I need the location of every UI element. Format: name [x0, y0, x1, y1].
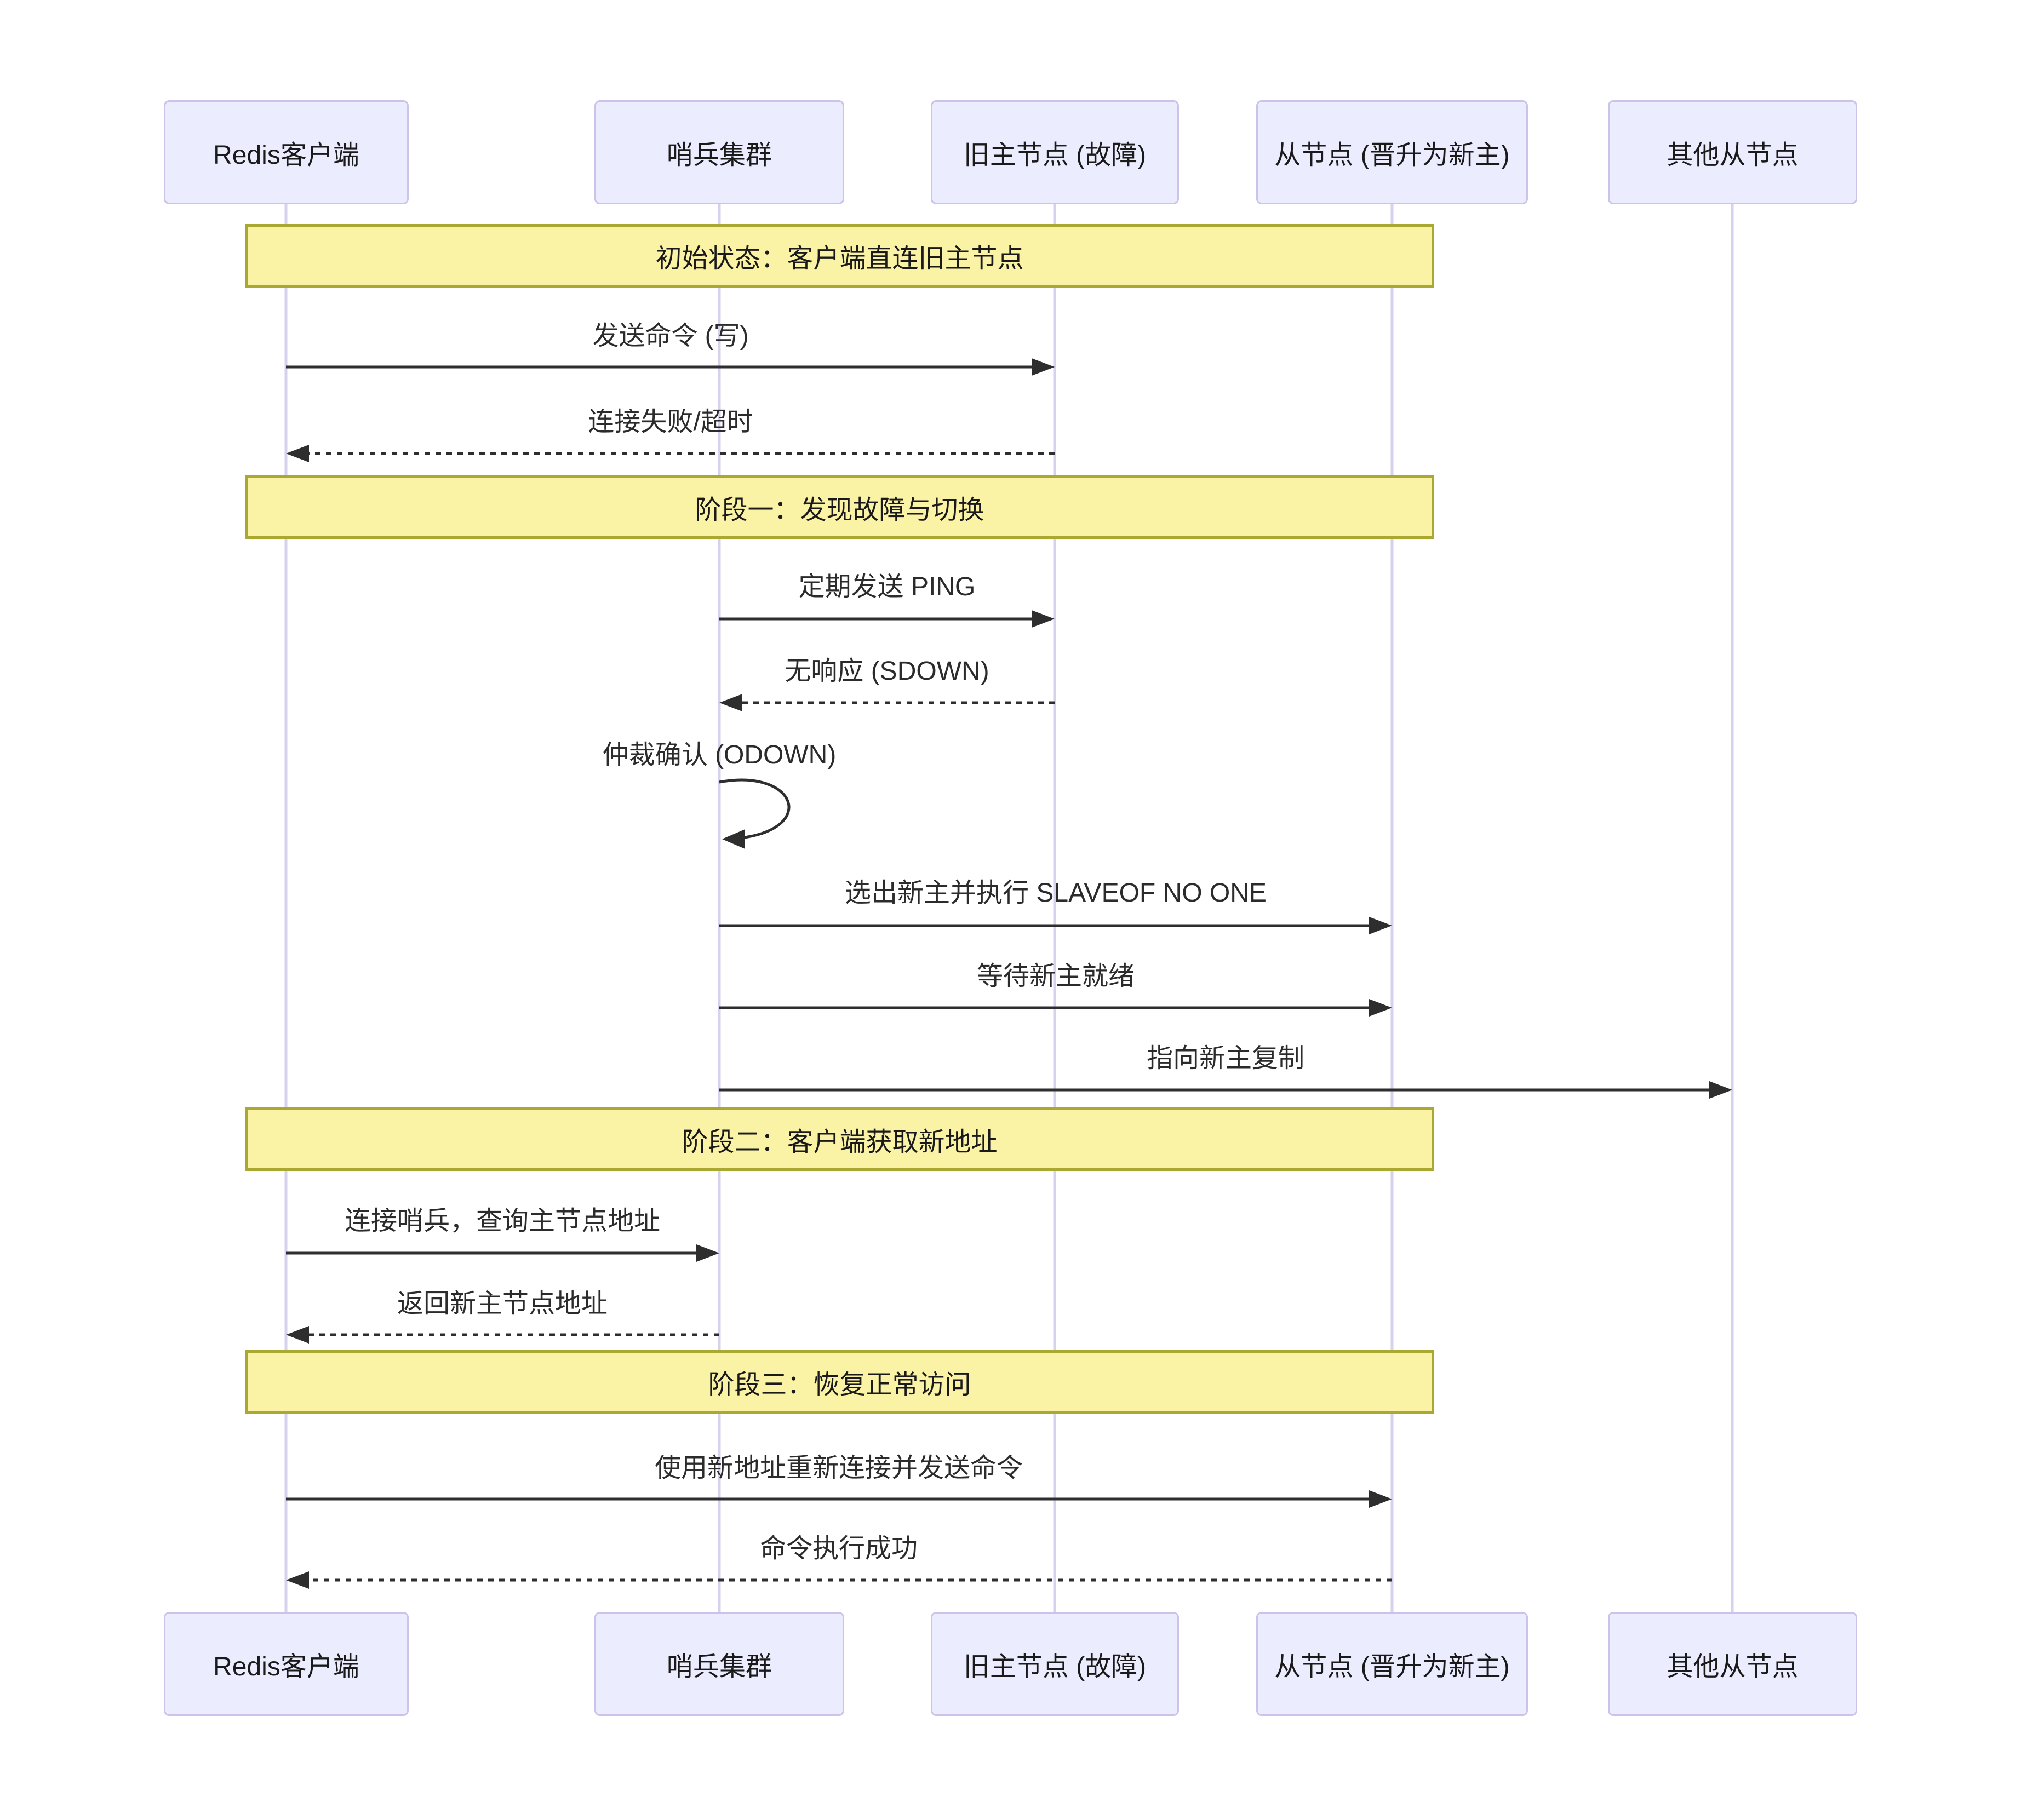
actor-bottom-old-master: 旧主节点 (故障) — [931, 1612, 1179, 1716]
arrow-slaveof-no-one — [719, 917, 1392, 934]
message-quorum-odown: 仲裁确认 (ODOWN) — [602, 740, 837, 770]
message-return-new-address: 返回新主节点地址 — [397, 1289, 608, 1318]
arrow-query-master-address — [286, 1244, 719, 1262]
actor-label: 旧主节点 (故障) — [963, 1652, 1147, 1681]
banner-initial-state: 初始状态：客户端直连旧主节点 — [245, 224, 1434, 288]
actor-top-other-slaves: 其他从节点 — [1608, 100, 1857, 204]
actor-label: 从节点 (晋升为新主) — [1274, 1652, 1510, 1681]
actor-top-new-master: 从节点 (晋升为新主) — [1256, 100, 1528, 204]
arrow-periodic-ping — [719, 610, 1055, 628]
actor-label: 其他从节点 — [1667, 141, 1799, 170]
actor-top-sentinel: 哨兵集群 — [594, 100, 844, 204]
message-slaveof-no-one: 选出新主并执行 SLAVEOF NO ONE — [845, 879, 1267, 908]
message-no-response-sdown: 无响应 (SDOWN) — [785, 657, 989, 686]
arrow-return-new-address — [286, 1326, 719, 1344]
banner-phase-1: 阶段一：发现故障与切换 — [245, 475, 1434, 539]
message-replicate-new-master: 指向新主复制 — [1146, 1044, 1305, 1073]
actor-label: Redis客户端 — [213, 141, 359, 170]
arrow-reconnect-send-command — [286, 1490, 1392, 1508]
actor-top-old-master: 旧主节点 (故障) — [931, 100, 1179, 204]
actor-label: Redis客户端 — [213, 1652, 359, 1681]
arrow-send-command — [286, 358, 1055, 376]
arrow-connection-failed — [286, 445, 1055, 462]
actor-label: 哨兵集群 — [666, 1652, 772, 1681]
banner-phase-2: 阶段二：客户端获取新地址 — [245, 1107, 1434, 1171]
actor-top-redis-client: Redis客户端 — [164, 100, 409, 204]
arrow-command-success — [286, 1571, 1392, 1589]
actor-label: 其他从节点 — [1667, 1652, 1799, 1681]
message-connection-failed: 连接失败/超时 — [588, 407, 753, 437]
arrow-no-response-sdown — [719, 694, 1055, 711]
message-send-command: 发送命令 (写) — [592, 321, 749, 351]
message-wait-new-master: 等待新主就绪 — [976, 962, 1135, 991]
banner-phase-3: 阶段三：恢复正常访问 — [245, 1350, 1434, 1414]
actor-bottom-other-slaves: 其他从节点 — [1608, 1612, 1857, 1716]
message-reconnect-send-command: 使用新地址重新连接并发送命令 — [654, 1454, 1023, 1483]
actor-label: 哨兵集群 — [666, 141, 772, 170]
actor-label: 旧主节点 (故障) — [963, 141, 1147, 170]
message-query-master-address: 连接哨兵，查询主节点地址 — [344, 1207, 661, 1236]
message-command-success: 命令执行成功 — [759, 1534, 918, 1563]
arrow-replicate-from-new-master — [719, 1081, 1732, 1099]
actor-bottom-redis-client: Redis客户端 — [164, 1612, 409, 1716]
actor-bottom-sentinel: 哨兵集群 — [594, 1612, 844, 1716]
actor-label: 从节点 (晋升为新主) — [1274, 141, 1510, 170]
arrow-wait-new-master-ready — [719, 999, 1392, 1017]
message-periodic-ping: 定期发送 PING — [798, 572, 976, 601]
actor-bottom-new-master: 从节点 (晋升为新主) — [1256, 1612, 1528, 1716]
arrow-quorum-odown-self-loop — [719, 778, 791, 849]
